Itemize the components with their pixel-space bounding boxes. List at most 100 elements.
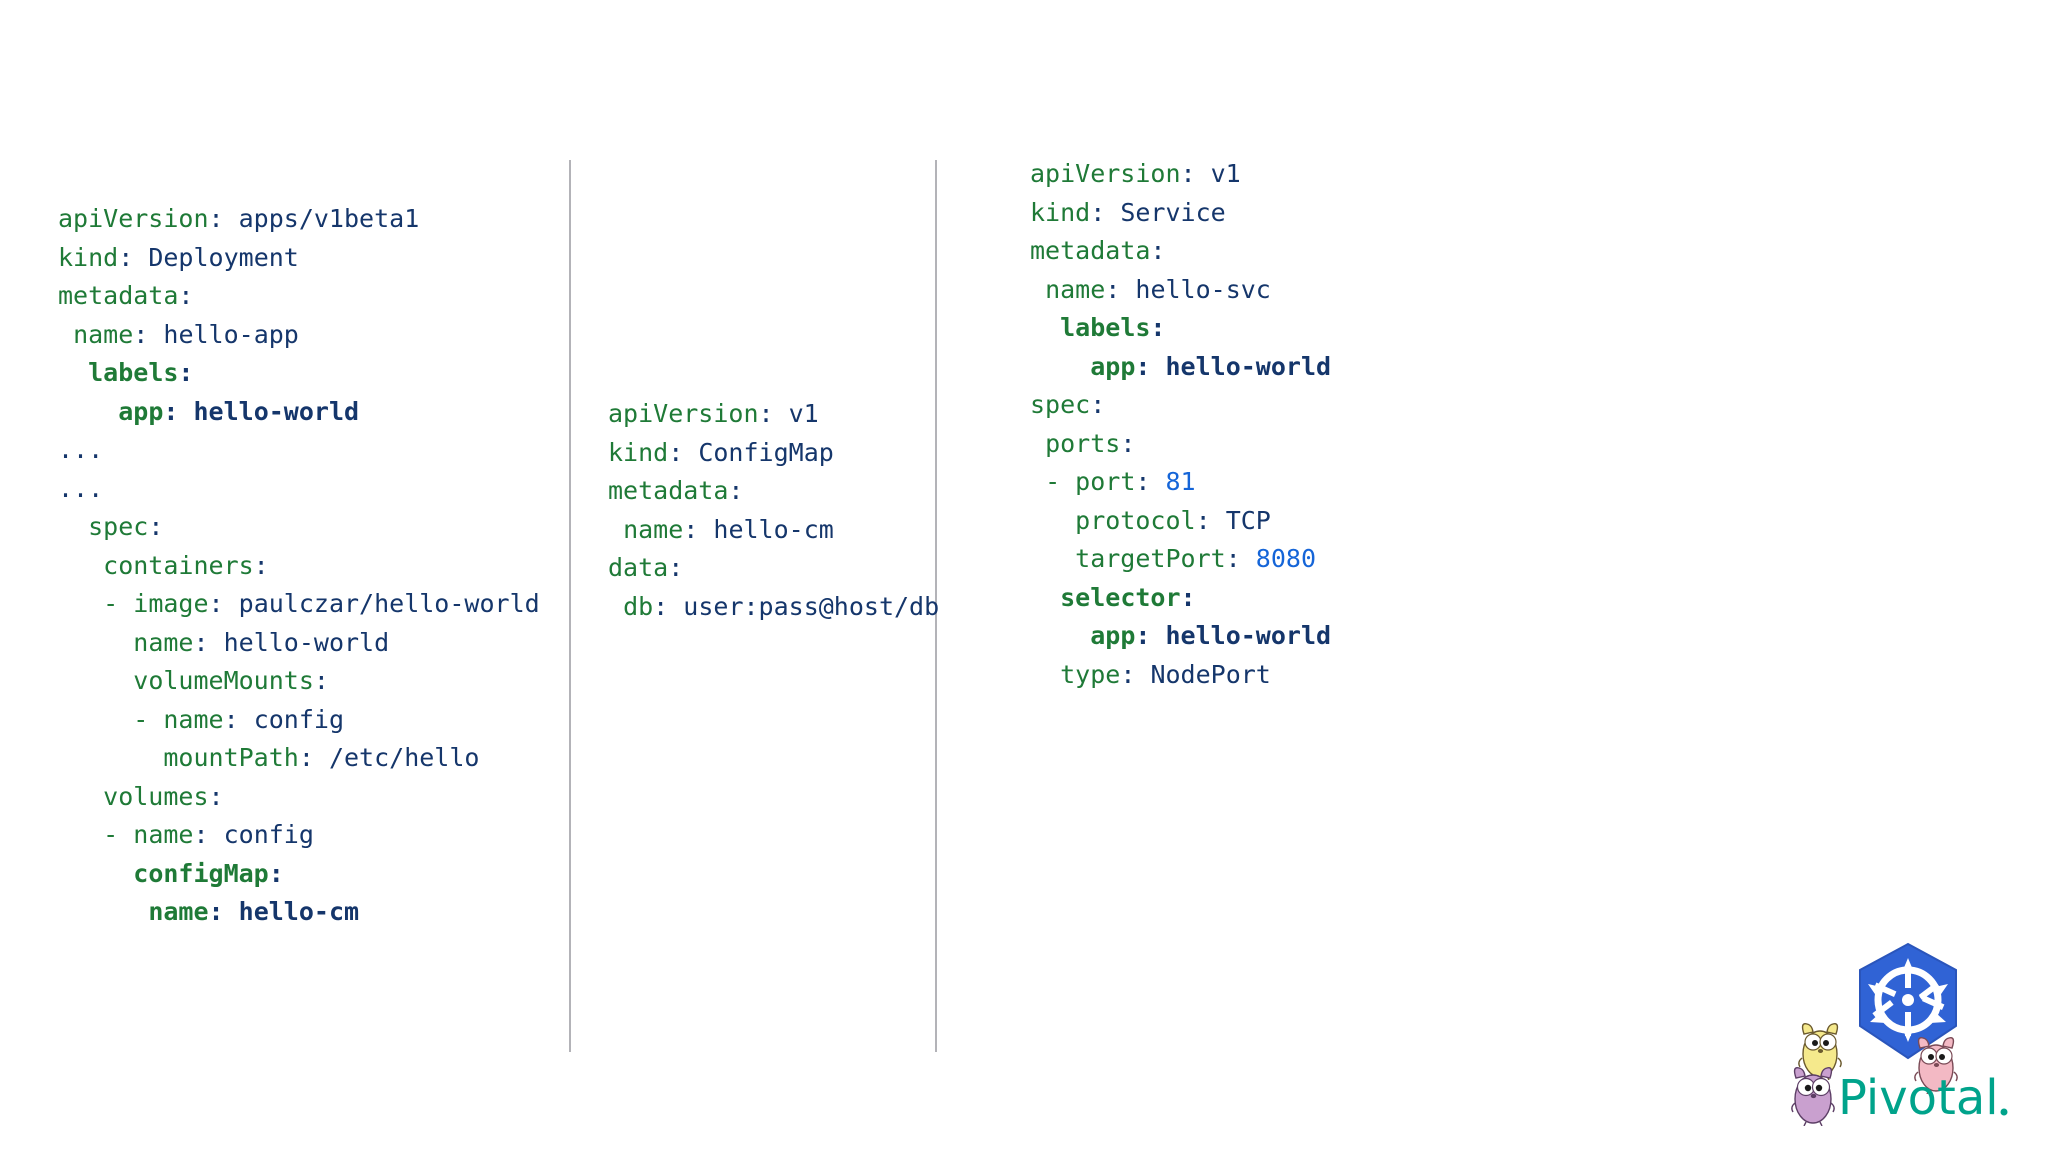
- yaml-key: targetPort: [1075, 544, 1226, 573]
- yaml-key: labels: [88, 358, 179, 387]
- yaml-value: NodePort: [1135, 659, 1271, 689]
- yaml-colon: :: [1150, 313, 1166, 342]
- yaml-key: apiVersion: [58, 204, 209, 233]
- yaml-colon: :: [313, 666, 329, 695]
- yaml-indent: [1030, 544, 1075, 573]
- yaml-line: protocol: TCP: [1030, 502, 1331, 541]
- yaml-key: labels: [1060, 313, 1151, 342]
- yaml-line: selector:: [1030, 579, 1331, 618]
- yaml-indent: [1030, 506, 1075, 535]
- yaml-colon: :: [163, 396, 179, 426]
- yaml-ellipsis: ...: [58, 473, 104, 503]
- yaml-line: ports:: [1030, 425, 1331, 464]
- yaml-colon: :: [208, 781, 224, 811]
- yaml-indent: [58, 397, 118, 426]
- yaml-key: configMap: [133, 858, 269, 888]
- yaml-line: app: hello-world: [1030, 617, 1331, 656]
- yaml-colon: :: [1120, 659, 1136, 689]
- pivotal-wordmark-text: Pivotal: [1838, 1070, 1999, 1126]
- yaml-colon: :: [298, 743, 314, 772]
- yaml-key: protocol: [1075, 505, 1196, 535]
- yaml-line: - port: 81: [1030, 463, 1331, 502]
- yaml-line: spec:: [58, 508, 540, 547]
- yaml-colon: :: [223, 704, 239, 734]
- yaml-value: ConfigMap: [683, 437, 834, 467]
- yaml-indent: [1030, 352, 1090, 381]
- yaml-key: app: [1090, 351, 1136, 381]
- yaml-colon: :: [193, 627, 209, 657]
- yaml-colon: :: [1090, 197, 1106, 227]
- yaml-key: metadata: [1030, 236, 1151, 265]
- yaml-list-dash: -: [1045, 467, 1076, 496]
- yaml-line: kind: Deployment: [58, 239, 540, 278]
- yaml-key: apiVersion: [1030, 159, 1181, 188]
- yaml-indent: [608, 515, 623, 544]
- yaml-line: metadata:: [1030, 232, 1331, 271]
- yaml-value: v1: [1195, 159, 1241, 188]
- yaml-key: name: [1045, 274, 1106, 304]
- yaml-line: volumeMounts:: [58, 662, 540, 701]
- yaml-key: kind: [608, 437, 669, 467]
- yaml-value: hello-world: [1150, 621, 1332, 650]
- yaml-colon: :: [178, 358, 194, 387]
- yaml-line: name: hello-cm: [608, 511, 939, 550]
- yaml-key: name: [148, 897, 209, 926]
- yaml-key: name: [623, 514, 684, 544]
- yaml-key: name: [133, 627, 194, 657]
- yaml-value: /etc/hello: [313, 743, 480, 772]
- yaml-indent: [58, 320, 73, 349]
- yaml-key: type: [1060, 659, 1121, 689]
- yaml-line: containers:: [58, 547, 540, 586]
- yaml-colon: :: [148, 512, 164, 541]
- yaml-colon: :: [728, 476, 744, 505]
- yaml-colon: :: [668, 437, 684, 467]
- yaml-indent: [1030, 660, 1060, 689]
- yaml-value: paulczar/hello-world: [223, 589, 540, 618]
- yaml-key: spec: [1030, 390, 1091, 419]
- yaml-colon: :: [1180, 582, 1196, 612]
- yaml-key: db: [623, 591, 654, 621]
- yaml-value: hello-world: [178, 396, 360, 426]
- yaml-value: hello-cm: [698, 514, 834, 544]
- yaml-colon: :: [1135, 351, 1151, 381]
- pivotal-dot-icon: [2000, 1108, 2008, 1116]
- kubernetes-icon: [1859, 942, 1957, 1060]
- yaml-value: config: [238, 704, 345, 734]
- yaml-ellipsis: ...: [58, 435, 104, 464]
- yaml-key: data: [608, 553, 669, 582]
- yaml-line: apiVersion: v1: [608, 395, 939, 434]
- yaml-line: type: NodePort: [1030, 656, 1331, 695]
- yaml-value: 81: [1150, 467, 1196, 496]
- yaml-key: name: [133, 820, 194, 849]
- yaml-value: hello-cm: [223, 897, 360, 926]
- yaml-colon: :: [1150, 236, 1166, 265]
- yaml-colon: :: [193, 820, 209, 849]
- yaml-line: app: hello-world: [58, 393, 540, 432]
- yaml-indent: [58, 628, 133, 657]
- yaml-value: TCP: [1210, 505, 1271, 535]
- yaml-indent: [1030, 467, 1045, 496]
- yaml-colon: :: [1225, 544, 1241, 573]
- yaml-indent: [1030, 621, 1090, 650]
- yaml-line: spec:: [1030, 386, 1331, 425]
- yaml-list-dash: -: [103, 589, 134, 618]
- yaml-line: - name: config: [58, 816, 540, 855]
- yaml-colon: :: [1090, 390, 1106, 419]
- yaml-key: kind: [58, 242, 119, 272]
- yaml-colon: :: [758, 399, 774, 428]
- yaml-colon: :: [268, 858, 284, 888]
- yaml-key: metadata: [58, 281, 179, 310]
- yaml-key: spec: [88, 512, 149, 541]
- yaml-line: ...: [58, 470, 540, 509]
- yaml-indent: [58, 589, 103, 618]
- yaml-colon: :: [208, 897, 224, 926]
- column-divider-right: [935, 160, 937, 1052]
- yaml-value: hello-world: [1150, 351, 1332, 381]
- yaml-value: Deployment: [133, 242, 299, 272]
- yaml-key: volumeMounts: [133, 666, 314, 695]
- yaml-value: v1: [773, 399, 819, 428]
- yaml-line: apiVersion: apps/v1beta1: [58, 200, 540, 239]
